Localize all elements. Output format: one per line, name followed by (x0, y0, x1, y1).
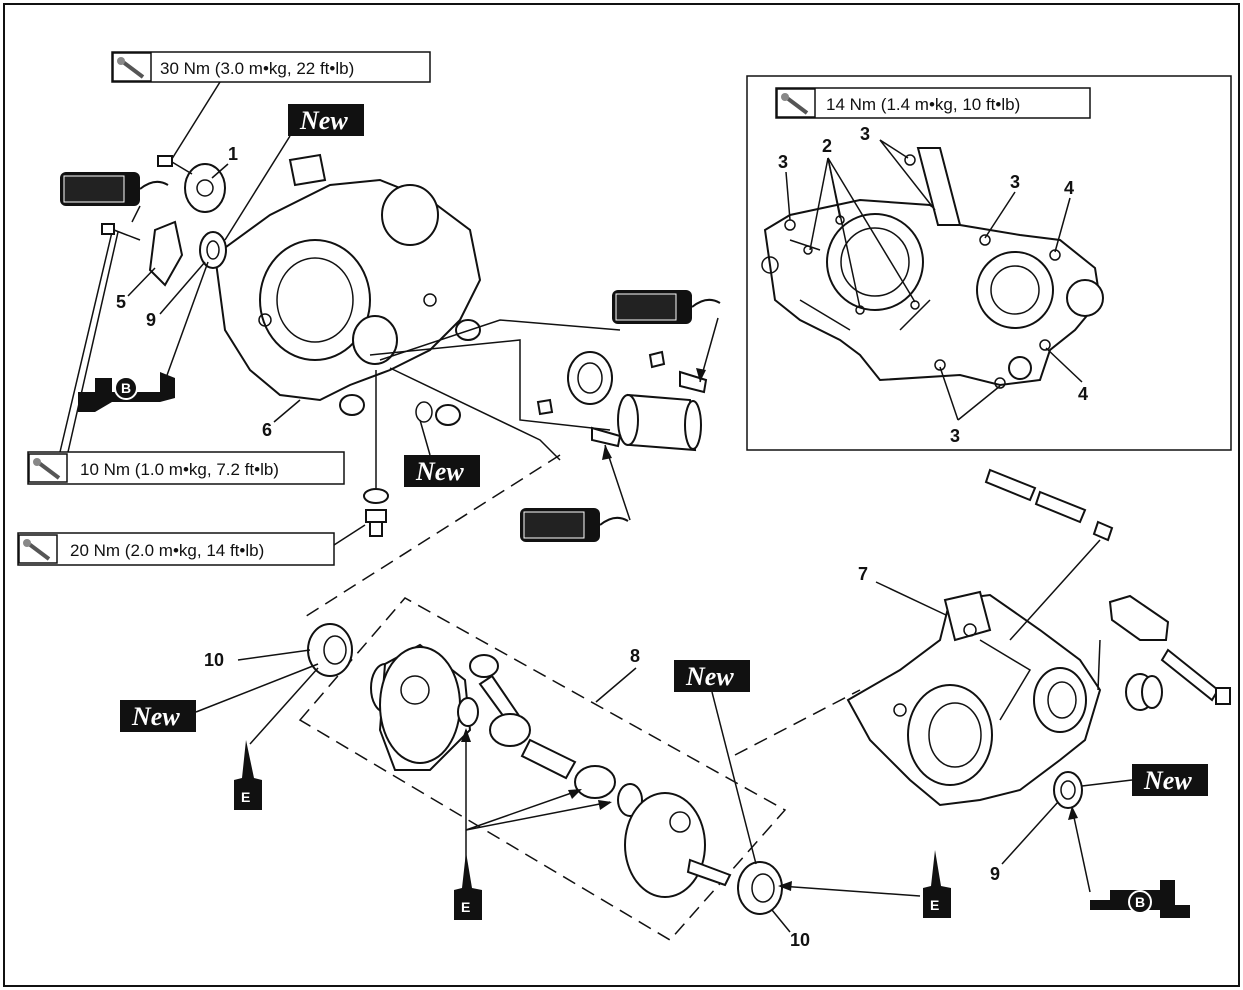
torque-label-30nm: 30 Nm (3.0 m•kg, 22 ft•lb) (160, 59, 354, 78)
bracket (1108, 594, 1170, 641)
crank-wheel-right (624, 792, 732, 898)
callout-3: 3 (950, 426, 960, 446)
crankcase-inner-view (761, 147, 1104, 389)
inset-frame (746, 75, 1232, 451)
lube-e-label: E (461, 899, 470, 915)
torque-wrench-icon (27, 452, 69, 484)
new-badge-label: New (299, 106, 348, 135)
oil-can-icon: E (454, 852, 482, 920)
torque-box-20nm: 20 Nm (2.0 m•kg, 14 ft•lb) (17, 532, 335, 566)
shift-drum (617, 393, 702, 452)
bolt-10nm (101, 223, 141, 241)
new-badge-label: New (685, 662, 734, 691)
callout-5: 5 (116, 292, 126, 312)
callout-7: 7 (858, 564, 868, 584)
needle-bearing-small (457, 697, 479, 727)
new-badge: New (120, 700, 196, 732)
new-badge: New (1132, 764, 1208, 796)
new-badge: New (404, 455, 480, 487)
sealant-tube-icon (611, 289, 721, 325)
sealant-tube-icon (59, 171, 169, 207)
lube-e-label: E (930, 897, 939, 913)
torque-wrench-icon (17, 533, 59, 565)
grease-gun-icon: B (78, 372, 175, 412)
bearing-10-right (737, 861, 783, 915)
oil-can-icon: E (923, 850, 951, 918)
crank-pin (520, 738, 577, 780)
callout-9: 9 (146, 310, 156, 330)
oil-can-icon: E (234, 740, 262, 810)
crank-wheel-left (370, 643, 472, 771)
stopper-plate-bolt (648, 350, 708, 394)
torque-wrench-icon (775, 87, 817, 119)
torque-label-20nm: 20 Nm (2.0 m•kg, 14 ft•lb) (70, 541, 264, 560)
callout-10: 10 (790, 930, 810, 950)
callout-3: 3 (860, 124, 870, 144)
lube-b-label: B (121, 380, 131, 396)
new-badge: New (288, 104, 364, 136)
new-badge-label: New (415, 457, 464, 486)
callout-10: 10 (204, 650, 224, 670)
new-badge-label: New (131, 702, 180, 731)
torque-box-10nm: 10 Nm (1.0 m•kg, 7.2 ft•lb) (27, 451, 345, 485)
callout-9: 9 (990, 864, 1000, 884)
bearing-10-left (307, 623, 353, 677)
right-crankcase-half (846, 590, 1102, 807)
new-badge: New (674, 660, 750, 692)
new-badge-label: New (1143, 766, 1192, 795)
grease-gun-icon: B (1090, 880, 1190, 918)
callout-3: 3 (1010, 172, 1020, 192)
torque-label-14nm: 14 Nm (1.4 m•kg, 10 ft•lb) (826, 95, 1020, 114)
torque-box-30nm: 30 Nm (3.0 m•kg, 22 ft•lb) (111, 51, 431, 83)
callout-4: 4 (1078, 384, 1088, 404)
bolt-30nm (157, 155, 193, 175)
dowel-pins (984, 468, 1114, 542)
callout-3: 3 (778, 152, 788, 172)
lube-e-label: E (241, 789, 250, 805)
left-crankcase-half (213, 153, 482, 402)
connecting-rod (469, 654, 531, 747)
torque-box-14nm: 14 Nm (1.4 m•kg, 10 ft•lb) (775, 87, 1091, 119)
long-bolt (1160, 648, 1231, 705)
callout-1: 1 (228, 144, 238, 164)
crankshaft-assembly-outline (298, 597, 787, 941)
figure-border (3, 3, 1240, 987)
oil-seal-9-right (1053, 771, 1083, 809)
stopper-plate-bolt (536, 398, 622, 448)
callout-8: 8 (630, 646, 640, 666)
oil-seal-9 (199, 231, 227, 269)
bearing-center (567, 351, 613, 405)
drain-bolt-20nm (365, 509, 387, 537)
torque-label-10nm: 10 Nm (1.0 m•kg, 7.2 ft•lb) (80, 460, 279, 479)
callout-2: 2 (822, 136, 832, 156)
sealant-tube-icon (519, 507, 629, 543)
torque-wrench-icon (111, 51, 153, 83)
callout-4: 4 (1064, 178, 1074, 198)
lube-b-label: B (1135, 894, 1145, 910)
needle-bearing-big (574, 765, 616, 799)
collar (1125, 673, 1163, 711)
plate-5 (148, 220, 184, 287)
callout-6: 6 (262, 420, 272, 440)
